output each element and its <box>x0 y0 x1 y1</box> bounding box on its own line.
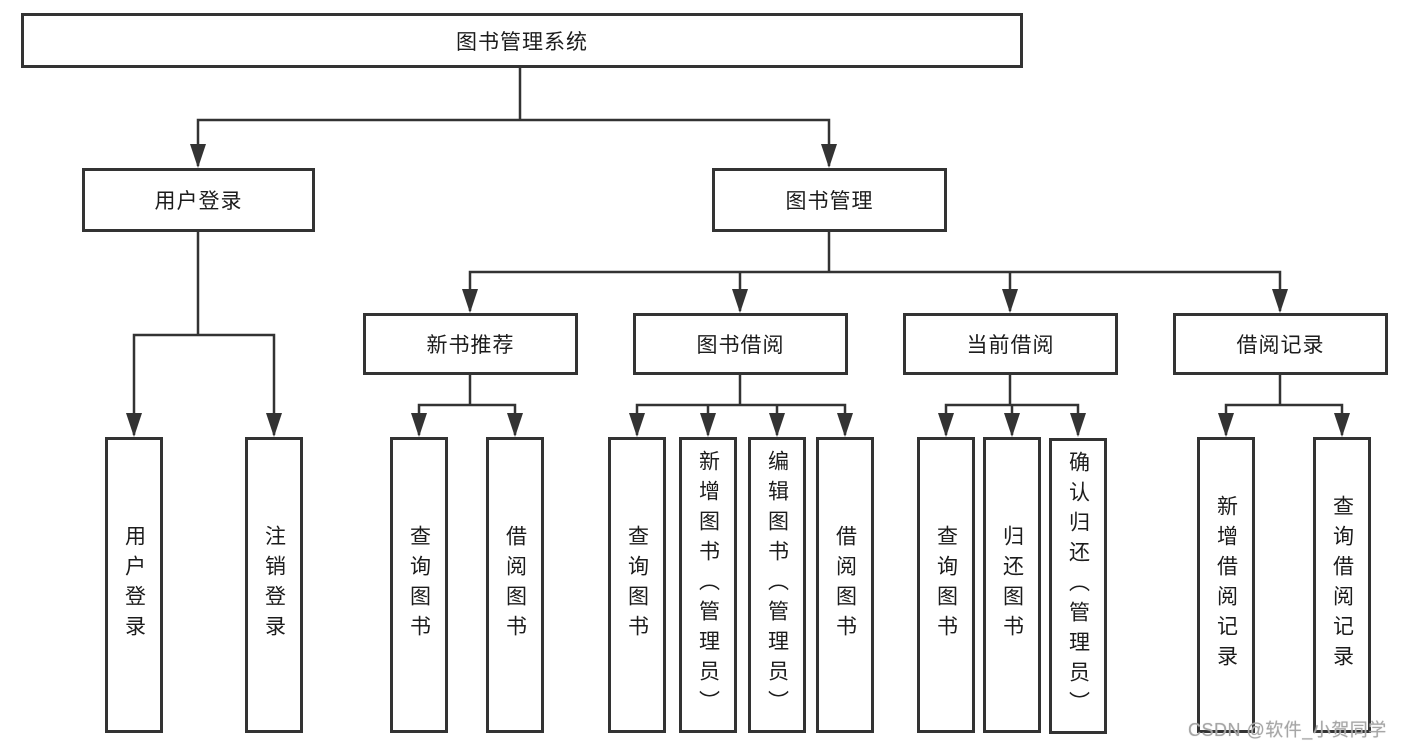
leaf-borrow-book: 借阅图书 <box>816 437 874 733</box>
node-user-login: 用户登录 <box>82 168 315 232</box>
leaf-add-book-admin: 新增图书（管理员） <box>679 437 737 733</box>
node-borrow-records: 借阅记录 <box>1173 313 1388 375</box>
node-label: 图书管理系统 <box>456 30 588 54</box>
node-label: 新增借阅记录 <box>1214 495 1238 675</box>
node-label: 当前借阅 <box>966 334 1055 357</box>
node-label: 借阅记录 <box>1236 334 1325 357</box>
leaf-confirm-return-admin: 确认归还（管理员） <box>1049 438 1107 734</box>
node-label: 查询图书 <box>934 525 958 645</box>
node-book-borrow: 图书借阅 <box>633 313 848 375</box>
leaf-logout: 注销登录 <box>245 437 303 733</box>
leaf-user-login: 用户登录 <box>105 437 163 733</box>
node-label: 归还图书 <box>1000 525 1024 645</box>
node-label: 借阅图书 <box>503 525 527 645</box>
node-new-book-recommend: 新书推荐 <box>363 313 578 375</box>
node-book-management: 图书管理 <box>712 168 947 232</box>
node-label: 图书管理 <box>785 190 874 213</box>
leaf-edit-book-admin: 编辑图书（管理员） <box>748 437 806 733</box>
leaf-query-borrow-record: 查询借阅记录 <box>1313 437 1371 733</box>
leaf-query-book: 查询图书 <box>917 437 975 733</box>
node-label: 图书借阅 <box>696 334 785 357</box>
leaf-query-book: 查询图书 <box>608 437 666 733</box>
node-label: 用户登录 <box>122 525 146 645</box>
node-label: 查询图书 <box>407 525 431 645</box>
node-label: 查询借阅记录 <box>1330 495 1354 675</box>
node-label: 新书推荐 <box>426 334 515 357</box>
node-current-borrow: 当前借阅 <box>903 313 1118 375</box>
leaf-query-book: 查询图书 <box>390 437 448 733</box>
node-label: 确认归还（管理员） <box>1066 451 1090 721</box>
node-library-management-system: 图书管理系统 <box>21 13 1023 68</box>
node-label: 查询图书 <box>625 525 649 645</box>
node-label: 注销登录 <box>262 525 286 645</box>
csdn-watermark: CSDN @软件_小贺同学 <box>1188 720 1387 740</box>
node-label: 借阅图书 <box>833 525 857 645</box>
leaf-return-book: 归还图书 <box>983 437 1041 733</box>
node-label: 新增图书（管理员） <box>696 450 720 720</box>
leaf-add-borrow-record: 新增借阅记录 <box>1197 437 1255 733</box>
node-label: 用户登录 <box>154 190 243 213</box>
node-label: 编辑图书（管理员） <box>765 450 789 720</box>
leaf-borrow-book: 借阅图书 <box>486 437 544 733</box>
